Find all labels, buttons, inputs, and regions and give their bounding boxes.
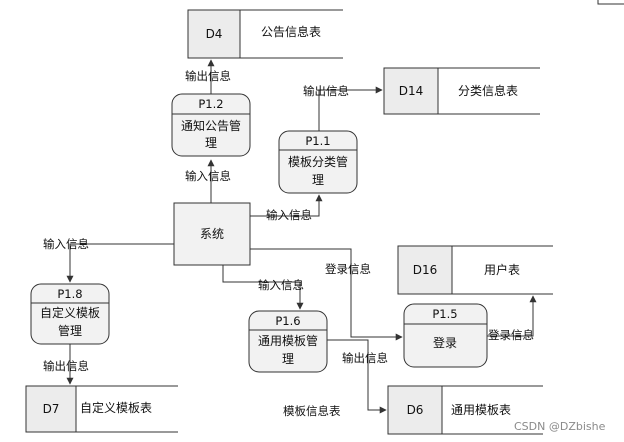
- datastore-id-cell: [383, 67, 439, 115]
- flow-p15-to-d16: [487, 295, 537, 337]
- process-p11: P1.1 模板分类管 理: [278, 130, 358, 194]
- corner-mark: [597, 0, 624, 5]
- flow-lines: [66, 59, 537, 414]
- process-label-line2: 管理: [58, 323, 82, 338]
- flow-label-p16-to-d6: 输出信息: [342, 351, 388, 365]
- flow-label-p18-to-d7: 输出信息: [43, 359, 89, 373]
- datastore-id: D7: [43, 402, 60, 416]
- process-id: P1.5: [432, 307, 457, 321]
- datastore-id-cell: [397, 245, 453, 295]
- process-box: [403, 303, 488, 368]
- datastore-name: 通用模板表: [451, 403, 511, 417]
- process-label-line1: 登录: [433, 335, 457, 350]
- process-id: P1.2: [198, 97, 223, 111]
- datastore-name: 公告信息表: [261, 24, 321, 39]
- datastore-d6: D6 通用模板表: [387, 385, 543, 435]
- process-p15: P1.5 登录: [403, 303, 488, 368]
- process-p16: P1.6 通用模板管 理: [248, 310, 328, 373]
- datastore-id: D4: [206, 27, 223, 41]
- datastore-name: 自定义模板表: [80, 400, 152, 415]
- flow-label-d6-note: 模板信息表: [283, 404, 341, 418]
- process-label-line2: 理: [312, 173, 324, 187]
- process-p18: P1.8 自定义模板 管理: [30, 283, 110, 345]
- flow-p16-to-d6: [327, 339, 387, 414]
- flow-sys-to-p16: [222, 265, 304, 310]
- datastore-name: 用户表: [484, 262, 520, 277]
- datastore-d4: D4 公告信息表: [187, 9, 343, 59]
- process-box: [30, 283, 110, 345]
- process-label-line2: 理: [282, 352, 294, 366]
- datastore-id-cell: [387, 385, 443, 435]
- process-box: [278, 130, 358, 194]
- flow-label-sys-to-p11: 输入信息: [266, 208, 312, 222]
- entity-box: [173, 202, 251, 266]
- flow-label-sys-to-p16: 输入信息: [258, 278, 304, 292]
- flow-label-p15-to-d16: 登录信息: [488, 328, 534, 342]
- process-p12: P1.2 通知公告管 理: [171, 93, 251, 157]
- flow-sys-to-p11: [250, 194, 323, 217]
- flow-label-sys-to-p18: 输入信息: [43, 237, 89, 251]
- flow-sys-to-p18: [66, 243, 174, 283]
- flow-label-sys-to-p12: 输入信息: [185, 169, 231, 183]
- process-label-line1: 自定义模板: [40, 305, 100, 320]
- process-box: [171, 93, 251, 157]
- datastore-d14: D14 分类信息表: [383, 67, 540, 115]
- flow-label-p11-to-d14: 输出信息: [303, 84, 349, 98]
- datastore-id: D14: [399, 84, 424, 98]
- process-label-line2: 理: [205, 136, 217, 150]
- process-label-line1: 通知公告管: [181, 118, 241, 133]
- datastore-id-cell: [25, 385, 77, 433]
- flow-sys-to-p15: [250, 248, 403, 341]
- datastore-name: 分类信息表: [458, 83, 518, 98]
- process-id: P1.6: [275, 314, 300, 328]
- flow-p11-to-d14: [318, 86, 383, 131]
- entity-label: 系统: [200, 227, 224, 241]
- entity-system: 系统: [173, 202, 251, 266]
- process-label-line1: 模板分类管: [288, 154, 348, 169]
- datastore-id: D6: [407, 403, 424, 417]
- datastore-id-cell: [187, 9, 241, 59]
- datastore-d16: D16 用户表: [397, 245, 553, 295]
- process-id: P1.1: [305, 134, 330, 148]
- datastore-d7: D7 自定义模板表: [25, 385, 178, 433]
- process-id: P1.8: [57, 287, 82, 301]
- flow-label-sys-to-p15: 登录信息: [325, 262, 371, 276]
- watermark: CSDN @DZbishe: [514, 420, 606, 433]
- datastore-id: D16: [413, 263, 438, 277]
- flow-label-p12-to-d4: 输出信息: [185, 69, 231, 83]
- flow-labels: 输出信息 输入信息 输出信息 输入信息 输入信息 输出信息 输入信息 输出信息 …: [43, 69, 534, 418]
- process-box: [248, 310, 328, 373]
- process-label-line1: 通用模板管: [258, 333, 318, 348]
